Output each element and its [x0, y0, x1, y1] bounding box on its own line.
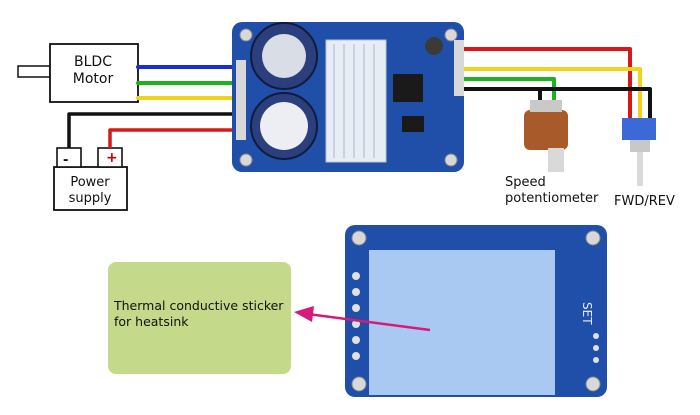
- under-hole-bl: [351, 376, 367, 392]
- heatsink-note-box: Thermal conductive sticker for heatsink: [108, 262, 291, 374]
- switch-bushing: [630, 140, 650, 152]
- negative-terminal: [56, 147, 82, 168]
- capacitor-top-cap: [262, 34, 306, 78]
- bldc-motor: [17, 43, 139, 103]
- power-supply-label: Power supply: [55, 175, 125, 207]
- heatsink-fins: [325, 39, 387, 163]
- control-wire-yellow: [464, 67, 642, 118]
- power-wire-red: [108, 128, 243, 148]
- power-supply-body: [53, 166, 128, 211]
- output-header-right: [454, 40, 464, 96]
- under-hole-br: [585, 376, 601, 392]
- small-chip: [402, 116, 424, 132]
- inductor: [425, 37, 443, 55]
- driver-chip: [393, 74, 423, 102]
- motor-label: BLDC Motor: [52, 54, 134, 88]
- potentiometer-label-line1: Speed: [505, 175, 546, 190]
- pot-terminals: [530, 100, 562, 112]
- under-hole-tr: [585, 230, 601, 246]
- switch-label: FWD/REV: [614, 194, 675, 209]
- speed-potentiometer: [524, 100, 568, 172]
- power-wires: [67, 112, 243, 148]
- input-header-left: [236, 60, 246, 140]
- control-wire-red: [464, 47, 632, 118]
- control-wire-black: [464, 87, 652, 118]
- pot-shaft: [548, 148, 564, 172]
- potentiometer-label-line2: potentiometer: [505, 191, 599, 206]
- under-solder-pads: [352, 272, 599, 363]
- mount-hole-tr: [444, 28, 458, 42]
- power-supply: [53, 147, 128, 211]
- negative-sign: -: [63, 153, 69, 168]
- motor-body: [49, 43, 139, 103]
- arrow-shaft: [307, 312, 431, 332]
- motor-wires: [136, 65, 245, 100]
- motor-shaft: [17, 65, 51, 78]
- driver-board: [232, 22, 464, 172]
- motor-label-line2: Motor: [72, 71, 114, 87]
- heatsink-note-text: Thermal conductive sticker for heatsink: [114, 298, 284, 329]
- positive-sign: +: [106, 150, 118, 166]
- potentiometer-label: Speed potentiometer: [505, 175, 598, 207]
- power-wire-black: [67, 112, 243, 148]
- heatsink-ribs: [333, 44, 375, 158]
- switch-lever: [637, 152, 643, 186]
- fwd-rev-switch: [622, 118, 656, 186]
- mount-hole-tl: [239, 28, 253, 42]
- power-supply-label-line2: supply: [68, 191, 112, 206]
- switch-body: [622, 118, 656, 140]
- motor-label-line1: BLDC: [74, 54, 112, 70]
- under-hole-tl: [351, 230, 367, 246]
- pot-body: [524, 110, 568, 150]
- mount-hole-br: [444, 153, 458, 167]
- board-underside: [345, 225, 607, 397]
- set-silkscreen: SET: [580, 302, 594, 325]
- mount-hole-bl: [239, 153, 253, 167]
- thermal-pad: [369, 250, 555, 395]
- power-supply-label-line1: Power: [70, 175, 110, 190]
- capacitor-bottom-cap: [260, 102, 308, 150]
- arrow-head: [294, 306, 314, 322]
- pointer-arrow: [294, 306, 431, 332]
